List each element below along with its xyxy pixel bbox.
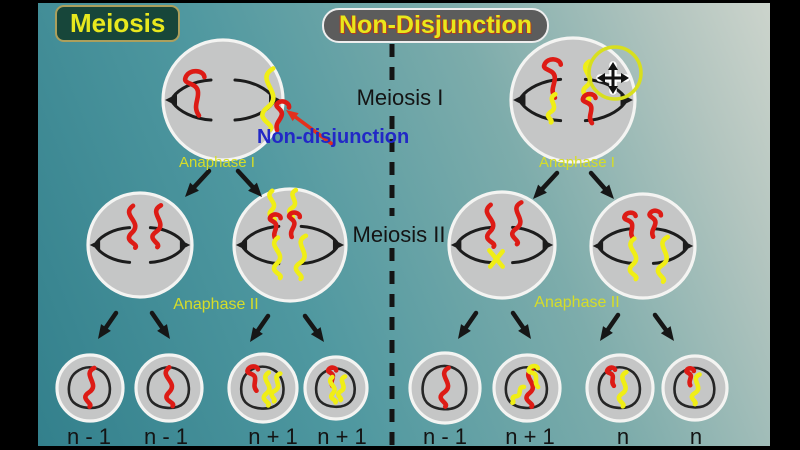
flow-arrow [652,312,674,341]
gamete-label-right-3: n [616,424,630,449]
cell-anaphase2-right-b [589,192,697,300]
cell-anaphase2-right-a [447,190,557,300]
gamete-label-right-1: n - 1 [422,424,468,449]
nucleus-outline [316,369,355,407]
yellow-chromosome [329,377,337,403]
yellow-chromosome [583,62,590,101]
red-chromosome [511,202,522,244]
spindle-fibers-icon [592,229,694,264]
nucleus-outline [241,367,283,409]
red-chromosome [440,367,449,406]
flow-arrow [302,313,324,342]
yellow-chromosome [489,250,502,266]
yellow-chromosome [691,374,700,404]
red-chromosome [163,367,174,406]
flow-arrow [98,310,119,339]
cell-anaphase1-right [509,36,637,164]
spindle-fibers-icon [89,228,191,263]
title-meiosis: Meiosis [55,5,181,42]
flow-arrow [458,310,479,339]
letterbox-right [770,0,800,450]
red-chromosome [607,367,618,387]
flow-arrow [588,170,614,199]
yellow-chromosome [295,235,307,279]
red-chromosome [271,100,290,131]
gamete-label-left-3: n + 1 [248,424,298,449]
nucleus-outline [599,367,640,408]
red-chromosome [286,212,300,238]
cell-gamete-right-2 [492,353,562,423]
highlight-circle-annotation [587,45,643,101]
letterbox-bottom [0,446,800,450]
red-chromosome [686,368,693,385]
nucleus-outline [675,368,715,408]
yellow-chromosome [268,191,276,221]
red-chromosome [624,212,639,239]
non-disjunction-pointer-arrow [286,110,334,146]
label-meiosis-1: Meiosis I [356,85,444,110]
label-meiosis-2: Meiosis II [352,222,446,247]
red-chromosome [152,205,162,247]
move-cursor-icon [596,61,630,95]
label-anaphase1-left: Anaphase I [179,154,255,171]
yellow-chromosome [657,236,669,281]
red-chromosome [484,205,495,247]
cell-anaphase2-left-a [86,191,194,299]
gamete-label-left-2: n - 1 [143,424,189,449]
yellow-chromosome [262,68,275,130]
annotation-non-disjunction: Non-disjunction [257,126,410,148]
yellow-chromosome [510,385,524,403]
flow-arrow [533,170,560,199]
gamete-label-right-2: n + 1 [505,424,555,449]
gamete-label-left-4: n + 1 [317,424,367,449]
red-chromosome [582,93,598,123]
flow-arrow [149,310,170,339]
cell-gamete-right-4 [661,354,729,422]
red-chromosome [544,59,563,98]
yellow-chromosome [289,190,297,219]
red-chromosome [127,206,137,248]
flow-arrow [510,310,531,339]
red-chromosome [647,210,661,237]
yellow-chromosome [628,239,637,280]
yellow-chromosome [270,373,281,402]
yellow-chromosome [272,238,282,279]
yellow-chromosome [528,365,543,388]
red-chromosome [84,367,95,406]
flow-arrow [250,313,271,342]
yellow-chromosome [337,376,345,400]
cell-gamete-right-1 [408,351,482,425]
flow-arrow [185,168,212,197]
flow-arrow [235,168,262,197]
cell-gamete-right-3 [585,353,655,423]
title-non-disjunction: Non-Disjunction [322,8,550,43]
cell-anaphase2-left-b [232,187,348,303]
cell-anaphase1-left [161,38,290,162]
gamete-label-left-1: n - 1 [66,424,112,449]
label-anaphase2-right: Anaphase II [534,294,620,311]
label-anaphase2-left: Anaphase II [173,296,259,313]
label-anaphase1-right: Anaphase I [539,154,615,171]
yellow-chromosome [618,372,627,407]
red-chromosome [184,70,208,116]
cell-gamete-left-1 [55,353,125,423]
letterbox-top [0,0,800,3]
nucleus-outline [148,367,189,408]
letterbox-left [0,0,38,450]
red-chromosome [270,214,281,239]
cell-gamete-left-4 [303,355,369,421]
red-chromosome [526,369,532,407]
flow-arrow [600,312,621,341]
cell-gamete-left-2 [134,353,204,423]
yellow-chromosome [547,94,556,123]
red-chromosome [247,366,262,392]
cell-gamete-left-3 [227,352,299,424]
yellow-chromosome [264,373,270,406]
gamete-label-right-4: n [689,424,703,449]
